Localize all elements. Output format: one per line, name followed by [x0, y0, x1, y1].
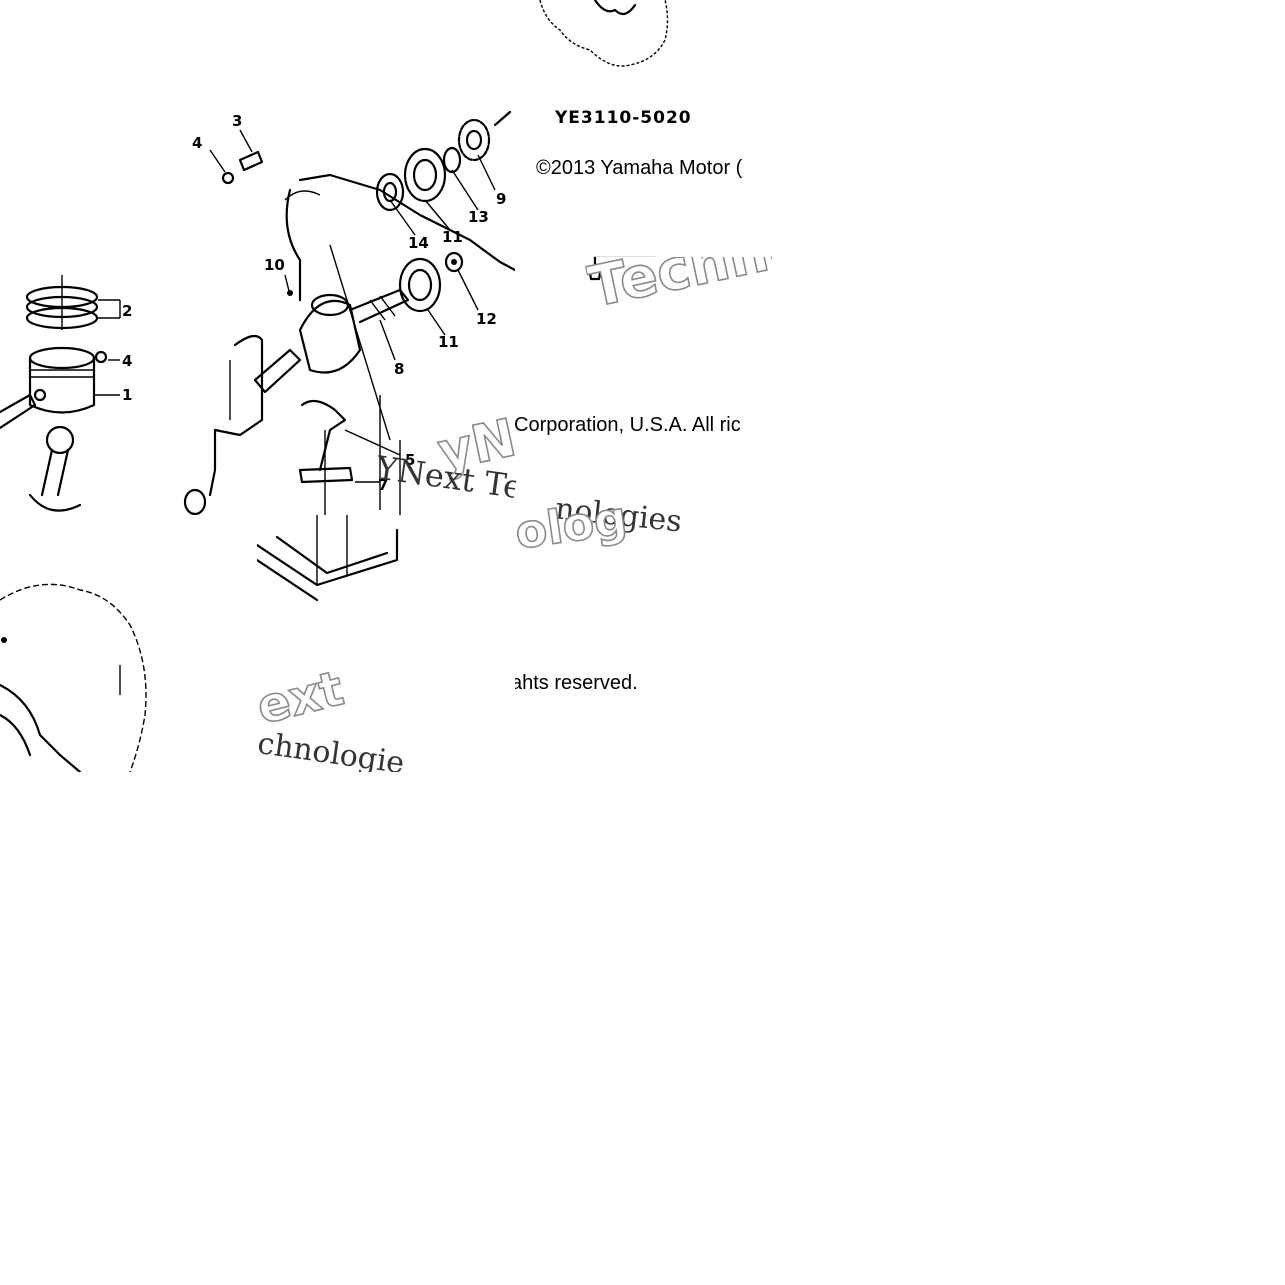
callout-2: 2 — [122, 302, 132, 320]
callout-14: 14 — [408, 234, 429, 252]
diagram-tile-top-right: YE3110-5020 ©2013 Yamaha Motor ( — [515, 0, 772, 257]
watermark-outline-ext: ext — [257, 660, 349, 736]
copyright-line-2: Corporation, U.S.A. All ric — [515, 414, 741, 436]
callout-1: 1 — [122, 386, 132, 404]
diagram-tile-crankshaft: 2 4 1 3 4 10 14 11 13 9 12 11 8 5 7 yNe — [0, 0, 515, 515]
drive-gear-drawing — [457, 110, 512, 162]
callout-3: 3 — [232, 112, 242, 130]
callout-5: 5 — [405, 451, 415, 469]
bearing-cap-drawing — [298, 395, 381, 515]
fastener-drawing — [587, 257, 603, 281]
crankshaft-assembly-drawing: 2 4 1 3 4 10 14 11 13 9 12 11 8 5 7 — [0, 110, 515, 515]
callout-4-lower: 4 — [122, 352, 132, 370]
watermark-outline-gie — [367, 720, 419, 772]
callout-10: 10 — [264, 256, 285, 274]
copyright-line-1: ©2013 Yamaha Motor ( — [536, 157, 743, 179]
crankcase-cover-drawing — [0, 583, 147, 772]
piston-drawing — [0, 346, 96, 430]
callout-11-upper: 11 — [442, 228, 463, 246]
callout-13: 13 — [468, 208, 489, 226]
copyright-line-3: ahts reserved. — [515, 672, 638, 694]
drawing-code: YE3110-5020 — [555, 108, 692, 128]
callout-7: 7 — [378, 476, 388, 494]
callout-4: 4 — [192, 134, 202, 152]
callout-12: 12 — [476, 310, 497, 328]
crankcase-top-drawing — [539, 0, 669, 257]
crankshaft-drawing — [253, 288, 410, 394]
crankcase-lower-drawing — [257, 515, 399, 602]
callout-9: 9 — [496, 190, 506, 208]
diagram-tile-lower-center: ext chnologie — [257, 515, 515, 772]
diagram-tile-right-mid: Techno Corporation, U.S.A. All ric — [515, 257, 772, 515]
diagram-tile-bottom-left — [0, 515, 257, 772]
piston-pin-drawing — [209, 129, 264, 185]
piston-pin-clip-drawing — [94, 350, 108, 364]
piston-rings-drawing — [25, 275, 99, 330]
callout-11-lower: 11 — [438, 333, 459, 351]
callout-8: 8 — [394, 360, 404, 378]
diagram-tile-bottom-right: ahts reserved. — [515, 515, 772, 772]
connecting-rod-drawing — [28, 425, 82, 512]
